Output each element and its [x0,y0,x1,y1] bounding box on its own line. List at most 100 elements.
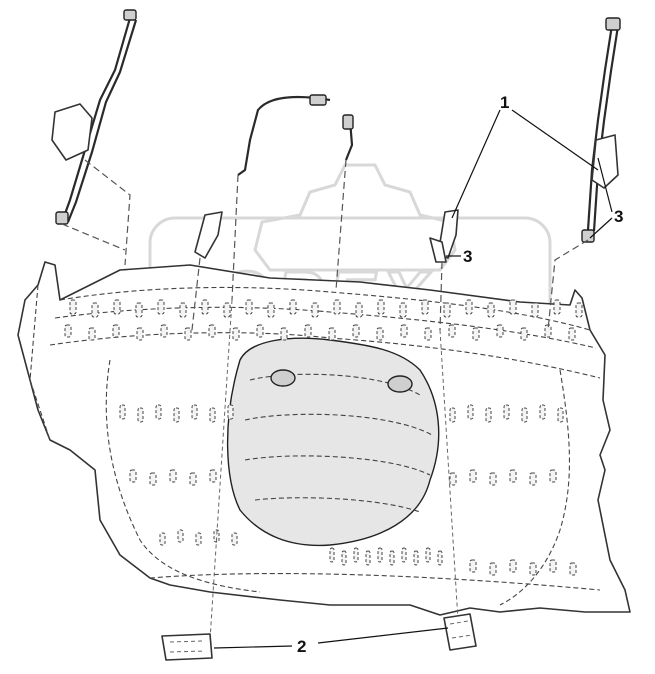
panel-slot [472,327,480,341]
panel-slot [389,550,395,566]
panel-slot [341,550,347,566]
panel-slot [437,550,443,566]
callouts: 1 2 3 3 [213,93,623,656]
panel-slot [377,547,383,563]
left-floor-anchor-plate [161,633,213,661]
panel-slot [232,327,240,341]
right-belt-webbing-2 [592,25,620,232]
left-side-frame [105,359,261,593]
panel-slot [304,324,312,338]
callout-3b-leader-a [597,157,613,213]
center-belt-loop [237,95,331,176]
panel-slot [413,550,419,566]
panel-slot [201,299,209,315]
left-belt-webbing [60,17,132,223]
panel-slot [227,404,234,420]
panel-slot [353,547,359,563]
callout-2-leader-b [317,627,449,644]
panel-slot [136,327,144,341]
floor-panel [17,261,631,616]
tunnel-rib-3 [244,455,431,476]
panel-slots [64,299,583,576]
panel-slot [529,562,537,576]
panel-slot [569,562,577,576]
panel-slot [557,407,564,423]
panel-slot [189,472,197,486]
right-belt-anchor-top [605,17,621,31]
panel-slot [112,324,120,338]
tunnel-hole-left [270,369,296,387]
right-belt-assembly [429,17,621,331]
right-guide [547,239,589,331]
panel-slot [119,404,126,420]
panel-slot [469,559,477,573]
panel-slot [377,299,385,315]
callout-3-center: 3 [463,247,472,266]
panel-slot [328,327,336,341]
panel-slot [401,547,407,563]
panel-slot [157,299,165,315]
right-plate-detail [449,620,473,639]
left-rear-belt-assembly [51,9,138,266]
left-wall [29,284,51,441]
panel-slot [289,299,297,315]
panel-slot [173,407,180,423]
left-plate-detail [169,640,206,653]
panel-slot [449,472,457,486]
panel-slot [155,404,162,420]
tunnel-hole-right [387,375,413,393]
panel-slot [135,302,143,318]
panel-slot [568,327,576,341]
panel-slot [485,407,492,423]
left-belt-webbing-2 [66,19,138,223]
panel-slot [179,302,187,318]
right-seat-buckle-latch [429,237,447,263]
panel-slot [448,324,456,338]
panel-slot [421,299,429,315]
left-retractor [51,103,93,161]
panel-slot [184,327,192,341]
front-ridge-lower [54,306,597,349]
callout-1: 1 [500,93,509,112]
panel-slot [503,404,510,420]
panel-slot [575,302,583,318]
panel-slot [489,562,497,576]
callout-2-leader-a [213,645,293,649]
callout-3-right: 3 [614,207,623,226]
panel-slot [520,327,528,341]
right-belt-webbing [586,24,614,231]
panel-slot [245,299,253,315]
left-lower-anchor [55,211,69,225]
panel-slot [376,327,384,341]
panel-slot [400,324,408,338]
panel-slot [365,550,371,566]
panel-slot [465,299,473,315]
panel-slot [509,299,517,315]
watermark-gear [253,163,457,272]
panel-slot [531,302,539,318]
panel-slot [223,302,231,318]
left-anchor-line [209,299,233,641]
callout-3b-leader-b [589,217,613,239]
panel-slot [311,302,319,318]
floor-anchor-lines [161,299,477,661]
panel-slot [209,469,217,483]
panel-slot [467,404,474,420]
panel-slot [177,529,184,543]
panel-slot [191,404,198,420]
panel-slot [333,299,341,315]
panel-slot [280,327,288,341]
panel-slot [159,532,166,546]
panel-slot [149,472,157,486]
center-buckle [342,114,354,130]
callout-1-leader-a [451,109,501,219]
right-retractor [591,134,619,189]
panel-slot [399,302,407,318]
panel-slot [267,302,275,318]
panel-slot [113,299,121,315]
panel-slot [489,472,497,486]
panel-slot [209,407,216,423]
panel-slot [509,559,517,573]
panel-slot [553,299,561,315]
